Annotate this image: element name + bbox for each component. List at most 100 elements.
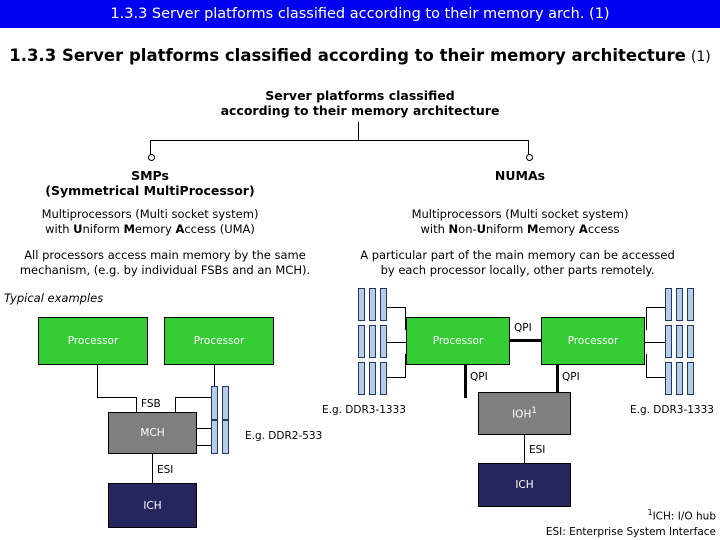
numa-right-mem-wire-a-h bbox=[646, 307, 665, 308]
typical-examples-label: Typical examples bbox=[4, 291, 104, 305]
numa-sub2-ccess: ccess bbox=[587, 222, 620, 236]
smp-mem-wire-upper bbox=[197, 428, 211, 429]
smp-sub2-u: U bbox=[73, 222, 83, 236]
numa-ioh-label: IOH1 bbox=[512, 406, 537, 421]
footnote-line1-text: ICH: I/O hub bbox=[652, 510, 716, 523]
numa-sub2-m: M bbox=[526, 222, 539, 236]
smp-heading-block: SMPs (Symmetrical MultiProcessor) bbox=[0, 168, 300, 198]
numa-sub2-u: U bbox=[476, 222, 486, 236]
numa-right-dimm-a3 bbox=[687, 288, 694, 321]
page-title-suffix: (1) bbox=[690, 49, 711, 65]
smp-dimm-2 bbox=[222, 386, 229, 420]
numa-right-dimm-c3 bbox=[687, 362, 694, 395]
numa-ioh-superscript: 1 bbox=[531, 406, 537, 417]
numa-sub-line1: Multiprocessors (Multi socket system) bbox=[411, 207, 629, 221]
numa-heading-block: NUMAs bbox=[390, 168, 650, 183]
numa-left-dimm-c2 bbox=[369, 362, 376, 395]
smp-sub2-with: with bbox=[45, 222, 74, 236]
smp-description-block: All processors access main memory by the… bbox=[0, 248, 330, 278]
smp-mch-box[interactable]: MCH bbox=[108, 412, 197, 454]
numa-processor-right-box[interactable]: Processor bbox=[541, 317, 645, 365]
smp-fsb-wire-right-vert bbox=[214, 365, 215, 397]
smp-dimm-1 bbox=[211, 386, 218, 420]
smp-dimm-4 bbox=[222, 420, 229, 454]
numa-left-mem-wire-c-v bbox=[405, 354, 406, 378]
numa-right-dimm-b3 bbox=[687, 325, 694, 358]
smp-mch-label: MCH bbox=[140, 427, 165, 439]
smp-sub2-ccess: ccess (UMA) bbox=[184, 222, 255, 236]
tree-stem bbox=[358, 122, 359, 141]
numa-right-mem-wire-b bbox=[645, 342, 665, 343]
banner-text: 1.3.3 Server platforms classified accord… bbox=[110, 6, 610, 22]
tree-branch-right bbox=[528, 140, 529, 155]
numa-right-dimm-a1 bbox=[665, 288, 672, 321]
numa-desc-line1: A particular part of the main memory can… bbox=[360, 248, 675, 262]
smp-expansion: (Symmetrical MultiProcessor) bbox=[0, 183, 300, 198]
numa-description-block: A particular part of the main memory can… bbox=[345, 248, 690, 278]
smp-esi-label: ESI bbox=[157, 464, 174, 476]
numa-processor-left-label: Processor bbox=[432, 335, 484, 347]
tree-root-line1: Server platforms classified bbox=[265, 88, 455, 103]
numa-right-mem-wire-c-h bbox=[646, 377, 665, 378]
numa-sub2-with: with bbox=[420, 222, 449, 236]
tree-node-dot-smp bbox=[148, 154, 155, 161]
numa-ioh-text: IOH bbox=[512, 408, 532, 421]
page-title-main: 1.3.3 Server platforms classified accord… bbox=[9, 46, 686, 65]
numa-memory-label-right: E.g. DDR3-1333 bbox=[630, 404, 714, 416]
numa-right-dimm-b1 bbox=[665, 325, 672, 358]
smp-sub2-a: A bbox=[175, 222, 185, 236]
numa-qpi-left-label: QPI bbox=[470, 371, 488, 383]
numa-sub-line2: with Non-Uniform Memory Access bbox=[370, 222, 670, 237]
numa-ioh-box[interactable]: IOH1 bbox=[478, 392, 571, 435]
numa-right-dimm-b2 bbox=[676, 325, 683, 358]
smp-fsb-wire-left-down bbox=[136, 397, 137, 412]
footnote-line2: ESI: Enterprise System Interface bbox=[545, 525, 716, 538]
smp-exp-ymmetrical: ymmetrical bbox=[60, 183, 144, 198]
page-title: 1.3.3 Server platforms classified accord… bbox=[0, 46, 720, 65]
numa-left-dimm-b3 bbox=[380, 325, 387, 358]
smp-processor-left-box[interactable]: Processor bbox=[38, 317, 148, 365]
numa-sub2-niform: niform bbox=[485, 222, 527, 236]
numa-qpi-link-center bbox=[510, 339, 541, 342]
smp-memory-label: E.g. DDR2-533 bbox=[245, 430, 323, 442]
numa-right-dimm-c1 bbox=[665, 362, 672, 395]
tree-horizontal-bar bbox=[150, 140, 529, 141]
slide-banner: 1.3.3 Server platforms classified accord… bbox=[0, 0, 720, 28]
smp-desc-line1: All processors access main memory by the… bbox=[24, 248, 306, 262]
smp-fsb-label: FSB bbox=[141, 398, 161, 410]
smp-dimm-3 bbox=[211, 420, 218, 454]
smp-fsb-wire-right-down bbox=[175, 397, 176, 412]
numa-right-mem-wire-a-v bbox=[646, 307, 647, 330]
smp-heading: SMPs bbox=[131, 168, 169, 183]
smp-mem-wire-lower bbox=[197, 445, 211, 446]
smp-sub2-m: M bbox=[123, 222, 135, 236]
numa-desc-line2: by each processor locally, other parts r… bbox=[380, 263, 655, 277]
smp-ich-box[interactable]: ICH bbox=[108, 483, 197, 528]
numa-left-dimm-c3 bbox=[380, 362, 387, 395]
smp-processor-right-box[interactable]: Processor bbox=[164, 317, 274, 365]
smp-ich-label: ICH bbox=[143, 499, 162, 512]
smp-sub-line2: with Uniform Memory Access (UMA) bbox=[0, 222, 300, 237]
numa-sub2-emory: emory bbox=[538, 222, 579, 236]
numa-qpi-center-label: QPI bbox=[514, 322, 532, 334]
smp-sub-line1: Multiprocessors (Multi socket system) bbox=[41, 207, 259, 221]
numa-left-mem-wire-c-h bbox=[387, 377, 406, 378]
numa-left-mem-wire-a-v bbox=[405, 307, 406, 330]
footnote-line1: 1ICH: I/O hub bbox=[420, 505, 716, 525]
smp-exp-s: S bbox=[51, 183, 61, 198]
smp-exp-paren: ( bbox=[45, 183, 52, 198]
tree-root-label: Server platforms classified according to… bbox=[0, 88, 720, 118]
numa-processor-left-box[interactable]: Processor bbox=[406, 317, 510, 365]
numa-esi-label: ESI bbox=[529, 444, 546, 456]
numa-ich-box[interactable]: ICH bbox=[478, 463, 571, 507]
numa-left-mem-wire-a-h bbox=[387, 307, 406, 308]
numa-sub2-n: N bbox=[448, 222, 459, 236]
numa-right-mem-wire-c-v bbox=[646, 354, 647, 378]
numa-qpi-right-label: QPI bbox=[562, 371, 580, 383]
smp-fsb-wire-left-vert bbox=[97, 365, 98, 397]
smp-processor-right-label: Processor bbox=[193, 335, 245, 347]
numa-esi-wire bbox=[524, 435, 525, 463]
footnotes-block: 1ICH: I/O hub ESI: Enterprise System Int… bbox=[420, 505, 716, 540]
smp-desc-line2: mechanism, (e.g. by individual FSBs and … bbox=[19, 263, 311, 277]
smp-fsb-wire-right-horiz bbox=[175, 397, 215, 398]
